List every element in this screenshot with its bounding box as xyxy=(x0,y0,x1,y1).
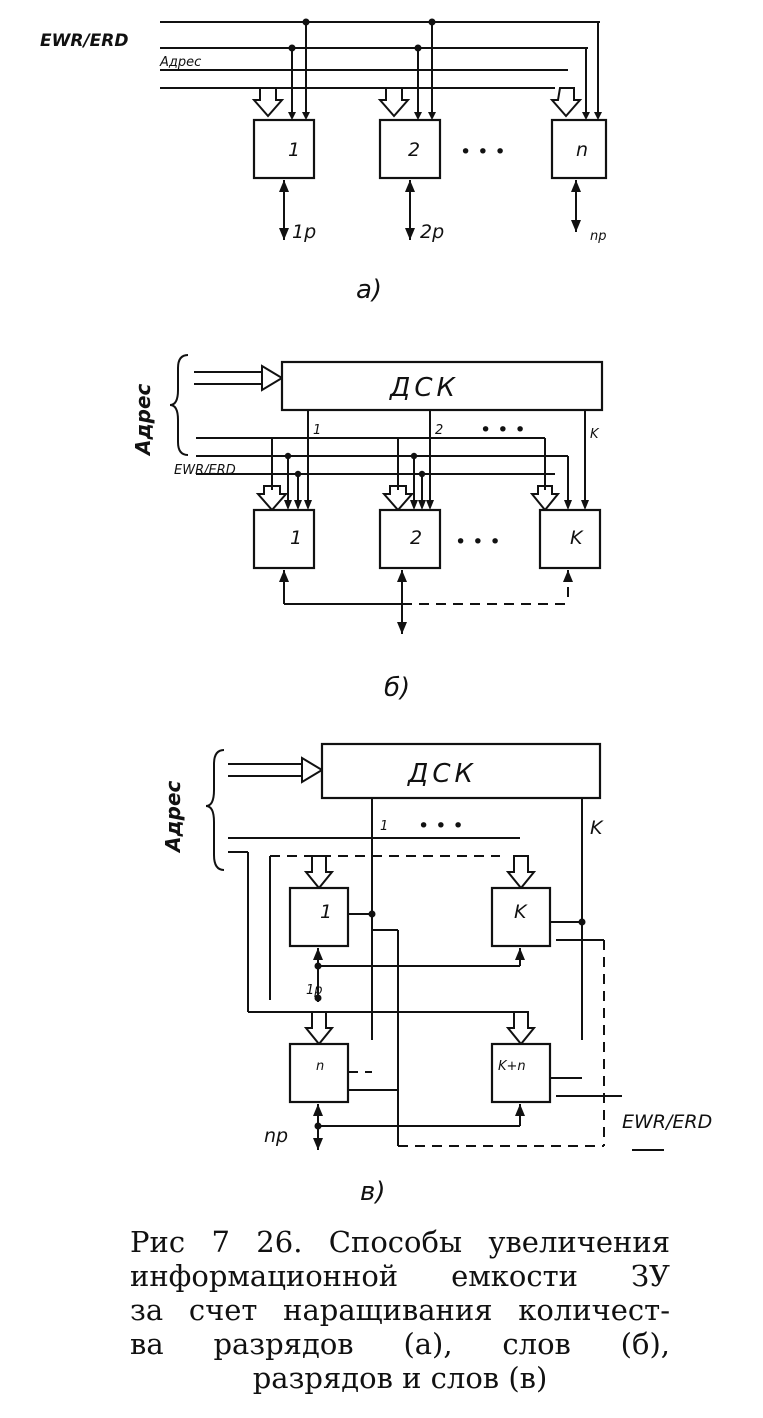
decoder-out-c1: 1 xyxy=(380,819,388,834)
figure-caption: Рис 7 26. Способы увеличения информацион… xyxy=(130,1225,670,1395)
panel-a: 1 2 n • • • 1p 2p np EWR/ERD Адрес а) xyxy=(40,18,608,305)
block-cn-label: n xyxy=(316,1059,324,1074)
control-label-a: EWR/ERD xyxy=(40,31,128,51)
decoder-out-2: 2 xyxy=(435,423,443,438)
caption-line-3: за счет наращивания количест- xyxy=(130,1293,670,1327)
control-label-b: EWR/ERD xyxy=(174,463,236,478)
output-label-2: 2p xyxy=(420,221,444,243)
bus-arrow-1 xyxy=(251,87,285,118)
address-brace-c xyxy=(205,749,225,871)
control-label-c: EWR/ERD xyxy=(622,1111,712,1133)
decoder-c xyxy=(320,742,602,800)
caption-line-5: разрядов и слов (в) xyxy=(252,1361,548,1395)
caption-line-1: Рис 7 26. Способы увеличения xyxy=(130,1225,670,1259)
bus-label-1p: 1p xyxy=(306,983,323,998)
decoder-label-c: ДСК xyxy=(407,759,477,789)
address-label-a: Адрес xyxy=(159,55,201,70)
memory-block-b2 xyxy=(378,508,442,570)
memory-block-c1 xyxy=(288,886,350,948)
decoder-out-ck: K xyxy=(590,817,604,839)
caption-line-4: ва разрядов (а), слов (б), xyxy=(130,1327,670,1361)
ellipsis-a: • • • xyxy=(460,141,506,163)
memory-block-a1 xyxy=(252,118,316,180)
memory-block-cn xyxy=(288,1042,350,1104)
memory-block-a2 xyxy=(378,118,442,180)
ellipsis-top-b: • • • xyxy=(480,419,526,441)
sublabel-c: в) xyxy=(360,1177,385,1207)
ellipsis-top-c: • • • xyxy=(418,815,464,837)
block-an-label: n xyxy=(576,139,588,161)
block-b2-label: 2 xyxy=(410,527,422,549)
address-brace-b xyxy=(169,354,189,456)
memory-block-bk xyxy=(538,508,602,570)
decoder-out-1: 1 xyxy=(313,423,321,438)
panel-c: Адрес ДСК 1 K • • • 1 K n K+ xyxy=(161,742,712,1207)
block-ckn-label: K+n xyxy=(498,1059,526,1074)
output-label-1: 1p xyxy=(292,221,316,243)
decoder-label-b: ДСК xyxy=(389,373,459,403)
block-c1-label: 1 xyxy=(320,901,332,923)
block-ck-label: K xyxy=(514,901,528,923)
memory-block-b1 xyxy=(252,508,316,570)
decoder-b xyxy=(280,360,604,412)
caption-line-2: информационной емкости ЗУ xyxy=(130,1259,670,1293)
memory-block-ck xyxy=(490,886,552,948)
output-label-n: np xyxy=(590,229,607,244)
block-bk-label: K xyxy=(570,527,584,549)
panel-b: Адрес ДСК 1 2 K • • • EWR/ERD xyxy=(131,354,604,703)
memory-block-an xyxy=(550,118,608,180)
sublabel-b: б) xyxy=(384,673,410,703)
sublabel-a: а) xyxy=(356,275,382,305)
block-a2-label: 2 xyxy=(408,139,420,161)
address-label-c: Адрес xyxy=(161,780,185,854)
memory-expansion-diagram: 1 2 n • • • 1p 2p np EWR/ERD Адрес а) Ад… xyxy=(40,18,712,1207)
block-a1-label: 1 xyxy=(288,139,300,161)
ellipsis-b: • • • xyxy=(455,531,501,553)
block-b1-label: 1 xyxy=(290,527,302,549)
bus-label-np: np xyxy=(264,1125,288,1147)
bus-arrow-n xyxy=(549,87,583,118)
bus-arrow-2 xyxy=(377,87,411,118)
decoder-out-k: K xyxy=(590,427,600,442)
memory-block-ckn xyxy=(490,1042,552,1104)
address-label-b: Адрес xyxy=(131,383,155,457)
